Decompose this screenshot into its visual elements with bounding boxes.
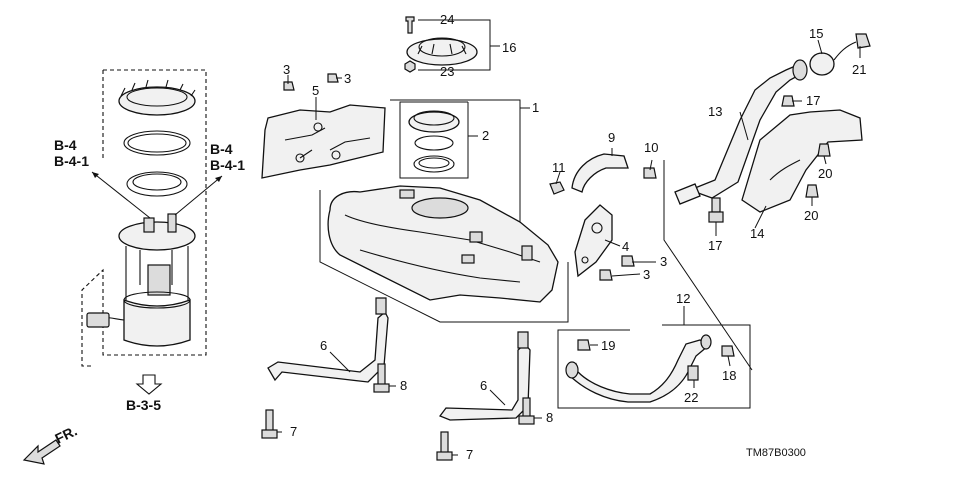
tank-pump-opening bbox=[411, 197, 469, 219]
service-cover bbox=[406, 37, 478, 66]
cap-hinge bbox=[855, 33, 871, 49]
callout-11: 11 bbox=[552, 160, 566, 175]
callout-6-b: 6 bbox=[480, 378, 487, 393]
callout-19: 19 bbox=[601, 338, 615, 353]
filler-bracket bbox=[741, 109, 863, 213]
tank-lock-ring bbox=[408, 110, 460, 133]
filler-pipe bbox=[674, 59, 808, 205]
clip-22 bbox=[687, 365, 699, 381]
callout-22: 22 bbox=[684, 390, 698, 405]
callout-5: 5 bbox=[312, 83, 319, 98]
tank-strap-left bbox=[267, 297, 389, 383]
clip-top-left bbox=[283, 81, 295, 91]
callout-18: 18 bbox=[722, 368, 736, 383]
callout-8-a: 8 bbox=[400, 378, 407, 393]
bolt-24 bbox=[405, 16, 415, 34]
tank-strap-right bbox=[438, 331, 531, 421]
tank-o-ring bbox=[414, 135, 454, 151]
pump-lock-ring bbox=[118, 86, 196, 116]
fuel-hose-assembly bbox=[565, 334, 712, 403]
ref-bottom: B-3-5 bbox=[126, 397, 161, 413]
callout-23: 23 bbox=[440, 64, 454, 79]
callout-leaders bbox=[277, 39, 861, 456]
clamp-11 bbox=[549, 181, 565, 195]
callout-15: 15 bbox=[809, 26, 823, 41]
pump-seal-ring bbox=[123, 130, 191, 156]
callout-9: 9 bbox=[608, 130, 615, 145]
callout-3-b: 3 bbox=[344, 71, 351, 86]
front-direction-arrow bbox=[22, 439, 61, 465]
callout-20-a: 20 bbox=[818, 166, 832, 181]
pump-gasket bbox=[126, 171, 188, 197]
fuel-tank bbox=[327, 185, 559, 303]
bolt-7-left bbox=[261, 409, 278, 439]
ref-left-sub: B-4-1 bbox=[54, 153, 89, 169]
callout-3-a: 3 bbox=[283, 62, 290, 77]
callout-20-b: 20 bbox=[804, 208, 818, 223]
bolt-8-left bbox=[373, 363, 390, 393]
callout-1: 1 bbox=[532, 100, 539, 115]
fuel-pump-module bbox=[86, 213, 196, 347]
callout-14: 14 bbox=[750, 226, 764, 241]
clamp-19 bbox=[577, 339, 591, 351]
callout-16: 16 bbox=[502, 40, 516, 55]
callout-8-b: 8 bbox=[546, 410, 553, 425]
callout-13: 13 bbox=[708, 104, 722, 119]
callout-24: 24 bbox=[440, 12, 454, 27]
callout-numbers: 1 2 3 3 3 3 4 5 6 6 7 7 8 8 9 10 11 12 1… bbox=[283, 12, 866, 462]
callout-17-a: 17 bbox=[806, 93, 820, 108]
callout-2: 2 bbox=[482, 128, 489, 143]
nut-23 bbox=[404, 60, 416, 73]
clamp-18 bbox=[721, 345, 735, 357]
heat-shield bbox=[261, 104, 386, 179]
callout-12: 12 bbox=[676, 291, 690, 306]
bolt-17-lower bbox=[708, 197, 724, 223]
reference-arrow-down bbox=[135, 374, 163, 395]
diagram-code: TM87B0300 bbox=[746, 447, 806, 459]
tank-gasket bbox=[413, 155, 455, 173]
bolt-17-upper bbox=[781, 95, 795, 107]
bolt-20-upper bbox=[817, 143, 831, 157]
ref-right-top: B-4 bbox=[210, 141, 233, 157]
callout-6-a: 6 bbox=[320, 338, 327, 353]
callout-10: 10 bbox=[644, 140, 658, 155]
callout-7-a: 7 bbox=[290, 424, 297, 439]
ref-left-top: B-4 bbox=[54, 137, 77, 153]
callout-3-d: 3 bbox=[643, 267, 650, 282]
callout-3-c: 3 bbox=[660, 254, 667, 269]
fuel-pump-group bbox=[81, 69, 223, 395]
bolt-7-right bbox=[436, 431, 453, 461]
ref-right-sub: B-4-1 bbox=[210, 157, 245, 173]
bolt-20-lower bbox=[805, 184, 819, 198]
vent-hose bbox=[571, 153, 629, 193]
tank-bracket bbox=[574, 204, 613, 278]
callout-17-b: 17 bbox=[708, 238, 722, 253]
clip-top-right bbox=[327, 73, 339, 83]
callout-4: 4 bbox=[622, 239, 629, 254]
clip-bracket-lower bbox=[599, 269, 613, 281]
bolt-8-right bbox=[518, 397, 535, 425]
callout-21: 21 bbox=[852, 62, 866, 77]
clip-bracket-upper bbox=[621, 255, 635, 267]
fuel-cap bbox=[809, 41, 857, 76]
callout-7-b: 7 bbox=[466, 447, 473, 462]
